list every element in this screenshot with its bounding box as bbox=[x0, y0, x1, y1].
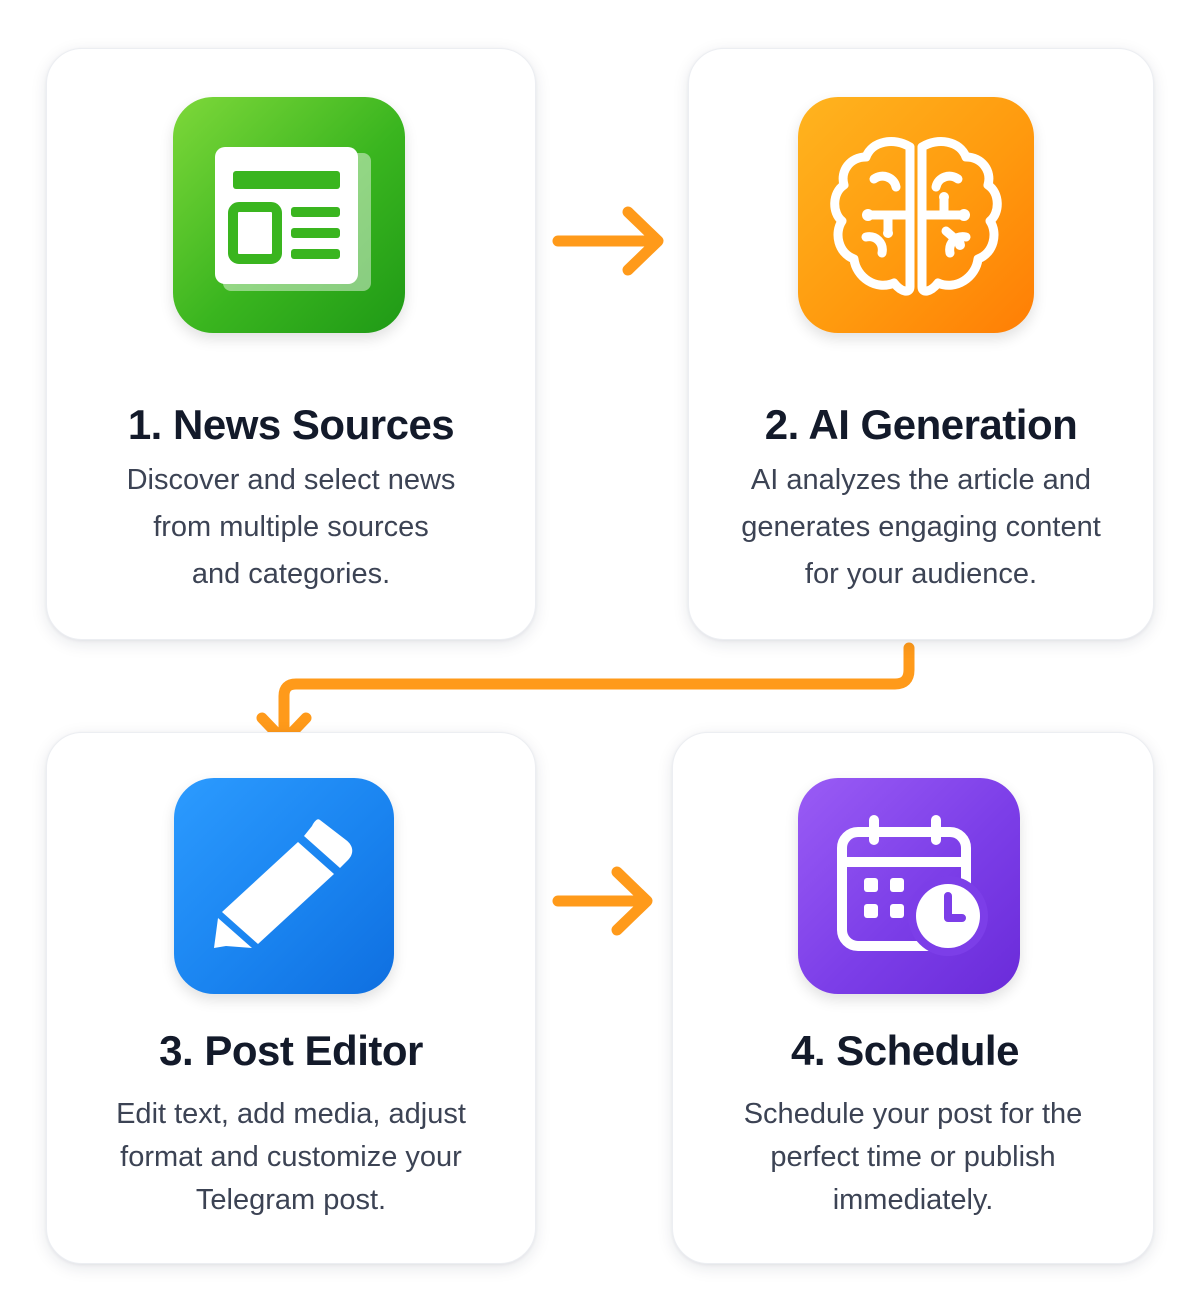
description-line: Schedule your post for the bbox=[743, 1098, 1083, 1130]
description-line: generates engaging content bbox=[741, 511, 1101, 543]
description-line: and categories. bbox=[191, 558, 391, 590]
description-line: immediately. bbox=[832, 1184, 994, 1216]
elbow-arrow-down-icon bbox=[256, 642, 915, 747]
step-title: 4. Schedule bbox=[791, 1027, 1019, 1074]
ai-generation-tile bbox=[798, 97, 1034, 333]
description-line: Telegram post. bbox=[195, 1184, 387, 1216]
post-editor-tile bbox=[174, 778, 394, 994]
description-line: for your audience. bbox=[804, 558, 1038, 590]
step-card-schedule: 4. Schedule Schedule your post for the p… bbox=[672, 732, 1154, 1264]
pencil-icon bbox=[214, 819, 353, 948]
step-title: 2. AI Generation bbox=[764, 401, 1078, 448]
newspaper-icon bbox=[215, 147, 371, 291]
description-line: Edit text, add media, adjust bbox=[116, 1098, 466, 1130]
calendar-clock-icon bbox=[837, 815, 988, 956]
step-description: Schedule your post for the perfect time … bbox=[673, 1093, 1153, 1222]
arrow-right-icon bbox=[552, 206, 664, 276]
description-line: from multiple sources bbox=[153, 511, 429, 543]
step-description: Edit text, add media, adjust format and … bbox=[47, 1093, 535, 1222]
arrow-right-icon bbox=[552, 866, 653, 936]
step-card-ai-generation: 2. AI Generation AI analyzes the article… bbox=[688, 48, 1154, 640]
description-line: format and customize your bbox=[120, 1141, 462, 1173]
description-line: AI analyzes the article and bbox=[750, 464, 1092, 496]
description-line: Discover and select news bbox=[126, 464, 456, 496]
step-description: AI analyzes the article and generates en… bbox=[689, 457, 1153, 598]
step-card-post-editor: 3. Post Editor Edit text, add media, adj… bbox=[46, 732, 536, 1264]
step-description: Discover and select news from multiple s… bbox=[47, 457, 535, 598]
schedule-tile bbox=[798, 778, 1020, 994]
news-sources-tile bbox=[173, 97, 405, 333]
step-title: 1. News Sources bbox=[127, 401, 455, 448]
step-title: 3. Post Editor bbox=[159, 1027, 423, 1074]
brain-circuit-icon bbox=[830, 137, 1002, 296]
description-line: perfect time or publish bbox=[770, 1141, 1056, 1173]
step-card-news-sources: 1. News Sources Discover and select news… bbox=[46, 48, 536, 640]
